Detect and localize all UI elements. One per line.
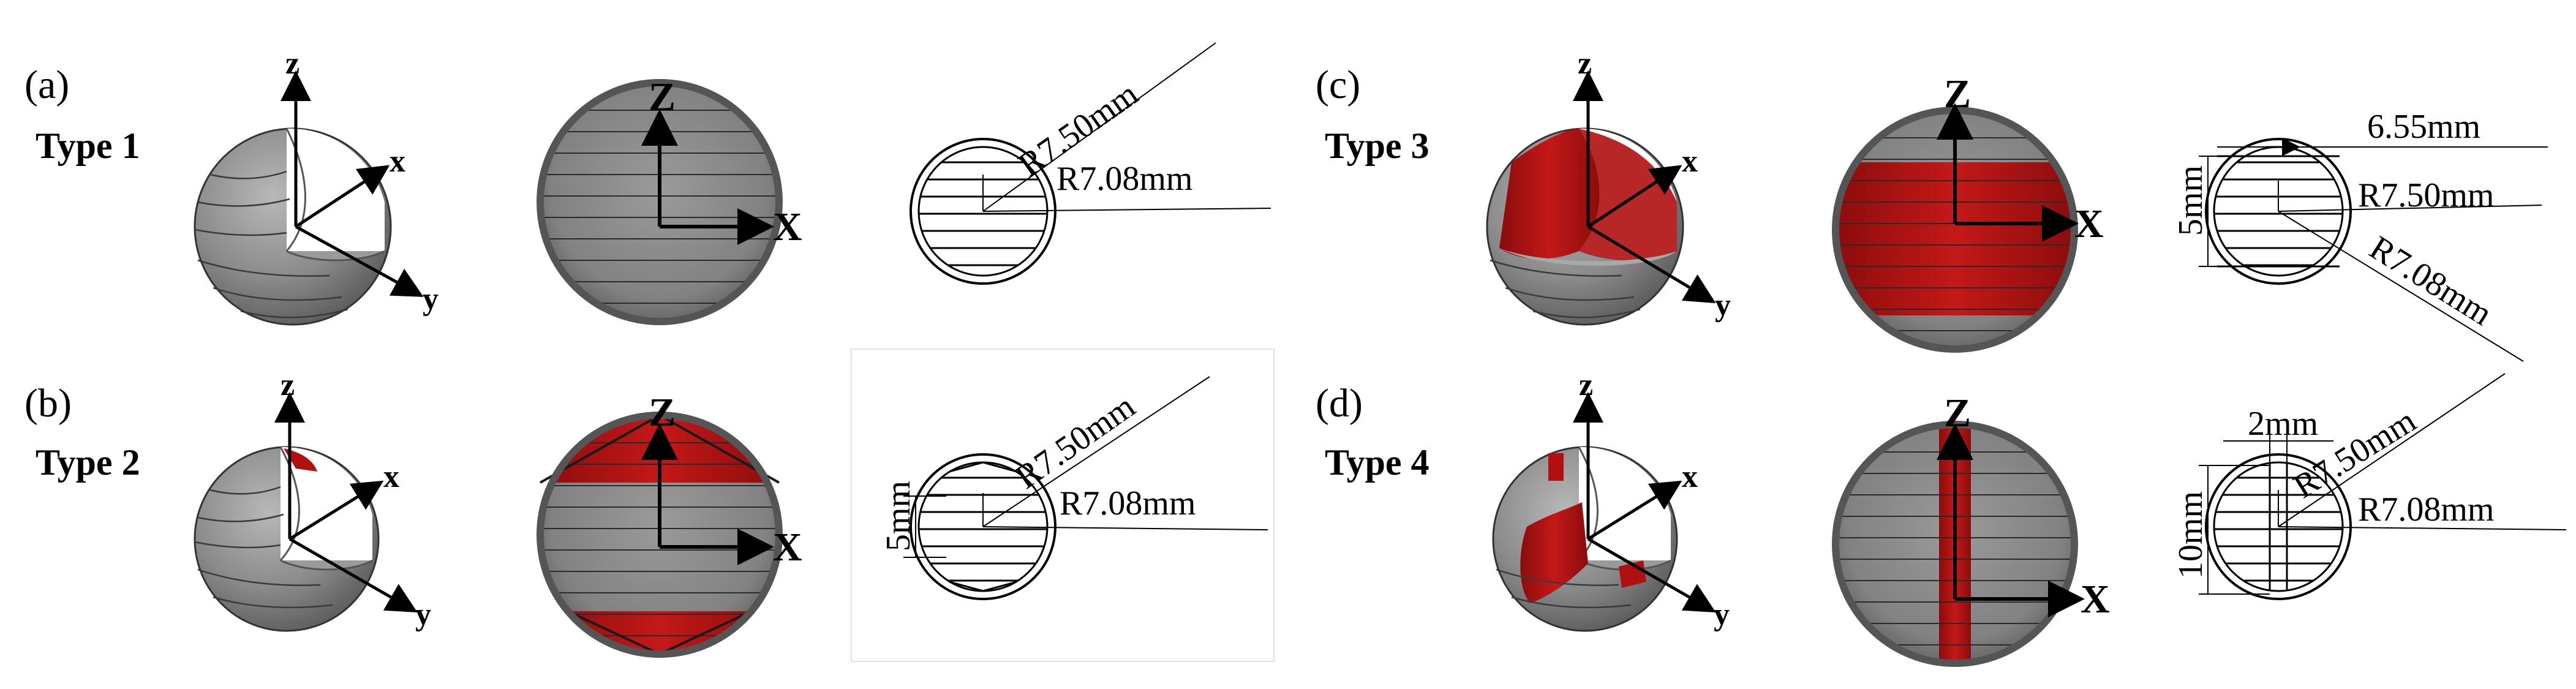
axis-z-label: z <box>281 367 295 402</box>
inner-radius-label: R7.08mm <box>1056 160 1192 198</box>
inner-radius-label: R7.08mm <box>2358 491 2494 529</box>
front-view-sphere: Z X <box>537 390 802 658</box>
type-label: Type 2 <box>36 442 140 483</box>
axis-y-label: y <box>1714 597 1730 632</box>
inner-radius-label: R7.08mm <box>1060 484 1196 522</box>
outer-radius-label: R7.50mm <box>1009 387 1142 496</box>
height-dim-label: 5mm <box>2172 165 2210 236</box>
axis-z-label: Z <box>1944 72 1971 116</box>
axis-y-label: y <box>423 282 439 317</box>
axis-z-label: Z <box>649 390 676 435</box>
axis-z-label: z <box>1579 367 1593 402</box>
cross-section-drawing: 2mm 10mm R7.50mm R7.08mm <box>2172 373 2567 600</box>
height-dim-label: 10mm <box>2172 491 2210 579</box>
cutaway-sphere: z x y <box>1486 46 1731 326</box>
axis-z-label: Z <box>1944 391 1971 435</box>
axis-x-label: x <box>383 459 399 494</box>
cutaway-sphere: z x y <box>194 367 431 632</box>
axis-z-label: z <box>285 46 299 81</box>
panel-b: (b) Type 2 z x y <box>24 348 1275 662</box>
height-dim-label: 5mm <box>879 481 917 551</box>
width-dim-label: 6.55mm <box>2367 108 2480 146</box>
front-view-sphere: Z X <box>1832 72 2104 353</box>
axis-x-label: x <box>390 144 405 179</box>
panel-c: (c) Type 3 z x y <box>1316 46 2548 362</box>
panel-label: (d) <box>1316 381 1363 426</box>
outer-radius-label: R7.50mm <box>2358 176 2494 214</box>
panel-a: (a) Type 1 z x y <box>24 42 1271 326</box>
axis-z-label: z <box>1578 46 1592 81</box>
axis-x-label: X <box>773 525 802 570</box>
axis-x-label: X <box>2081 577 2110 622</box>
cutaway-sphere: z x y <box>1492 367 1730 632</box>
axis-y-label: y <box>415 597 431 632</box>
cross-section-drawing: 5mm 6.55mm R7.50mm R7.08mm <box>2172 108 2548 362</box>
front-view-sphere: Z X <box>537 75 802 325</box>
axis-x-label: X <box>773 205 802 249</box>
type-label: Type 3 <box>1325 126 1429 166</box>
panel-d: (d) Type 4 z x y <box>1316 367 2567 667</box>
cross-section-drawing: 5mm R7.50mm R7.08mm <box>851 348 1275 662</box>
axis-z-label: Z <box>649 75 676 119</box>
type-label: Type 4 <box>1325 442 1429 483</box>
panel-label: (b) <box>24 381 72 426</box>
axis-x-label: x <box>1682 459 1698 494</box>
cutaway-sphere: z x y <box>194 46 439 326</box>
axis-x-label: x <box>1682 144 1698 179</box>
axis-y-label: y <box>1715 288 1731 323</box>
panel-label: (a) <box>24 62 69 107</box>
type-label: Type 1 <box>36 126 140 166</box>
front-view-sphere: Z X <box>1832 391 2110 667</box>
cross-section-drawing: R7.50mm R7.08mm <box>910 42 1271 285</box>
axis-x-label: X <box>2074 201 2104 246</box>
width-dim-label: 2mm <box>2248 405 2318 443</box>
inner-radius-label: R7.08mm <box>2363 228 2499 333</box>
panel-label: (c) <box>1316 62 1360 107</box>
